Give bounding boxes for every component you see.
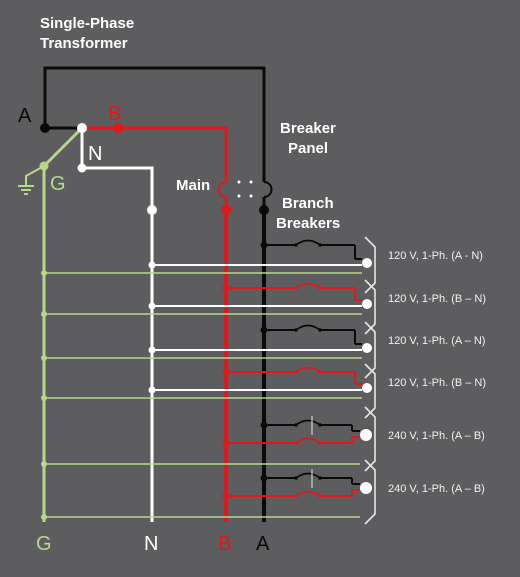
branch-breaker xyxy=(295,366,321,373)
branch-breaker xyxy=(295,324,321,331)
branch-breaker-contact-left xyxy=(294,286,298,290)
breaker-pole-b xyxy=(295,490,321,497)
neutral-ground-bond-wire xyxy=(42,126,84,168)
bus-label-b: B xyxy=(218,533,231,555)
hot-tap-node xyxy=(260,241,268,249)
breaker-panel-title-line-2: Panel xyxy=(288,140,328,157)
breaker-pole-a-contact-left xyxy=(294,423,298,427)
circuit-label: 240 V, 1-Ph. (A – B) xyxy=(388,430,485,442)
branch-circuits: 120 V, 1-Ph. (A - N) 120 V, 1-Ph. (B – N)… xyxy=(41,236,486,525)
center-tap-node xyxy=(77,123,87,133)
bus-label-n: N xyxy=(144,533,158,555)
ground-symbol-icon xyxy=(18,185,34,195)
receptacle-120v-icon xyxy=(362,299,372,309)
ground-tap-node xyxy=(41,311,47,317)
circuit-label: 120 V, 1-Ph. (A - N) xyxy=(388,250,483,262)
breaker-pole-b xyxy=(295,437,321,444)
phase-a-tap-node xyxy=(260,421,268,429)
phase-b-bus-node xyxy=(221,205,231,215)
branch-circuit-1: 120 V, 1-Ph. (A - N) xyxy=(41,236,483,294)
receptacle-240v-icon xyxy=(360,429,372,441)
phase-b-feeder-wire xyxy=(82,126,228,182)
neutral-terminal-node xyxy=(77,163,87,173)
transformer-title-line-2: Transformer xyxy=(40,35,128,52)
neutral-tap-node xyxy=(148,386,156,394)
breaker-panel-title-line-1: Breaker xyxy=(280,120,336,137)
branch-circuit-6: 240 V, 1-Ph. (A – B) xyxy=(41,459,485,525)
circuit-label: 120 V, 1-Ph. (B – N) xyxy=(388,293,486,305)
breaker-pole-a xyxy=(295,472,321,479)
receptacle-120v-icon xyxy=(362,343,372,353)
receptacle-bracket xyxy=(364,321,376,379)
neutral-tap-node xyxy=(148,302,156,310)
ground-tap-node xyxy=(41,270,47,276)
terminal-label-b: B xyxy=(108,103,121,125)
branch-circuit-3: 120 V, 1-Ph. (A – N) xyxy=(41,321,485,379)
circuit-label: 120 V, 1-Ph. (A – N) xyxy=(388,335,485,347)
bus-label-g: G xyxy=(36,533,52,555)
neutral-tap-node xyxy=(148,346,156,354)
circuit-label: 120 V, 1-Ph. (B – N) xyxy=(388,377,486,389)
receptacle-120v-icon xyxy=(362,258,372,268)
phase-a-bus-node xyxy=(259,205,269,215)
breaker-panel-title: Breaker Panel xyxy=(280,120,340,157)
branch-breaker xyxy=(295,239,321,246)
terminal-label-g: G xyxy=(50,173,66,195)
hot-tap-node xyxy=(260,326,268,334)
hot-tap-node xyxy=(222,368,230,376)
terminal-label-n: N xyxy=(88,143,102,165)
branch-breaker-contact-left xyxy=(294,328,298,332)
branch-circuit-4: 120 V, 1-Ph. (B – N) xyxy=(41,363,486,419)
ground-tap-node xyxy=(41,461,47,467)
branch-breaker-contact-left xyxy=(294,370,298,374)
terminal-label-a: A xyxy=(18,105,32,127)
ground-tap-node xyxy=(41,355,47,361)
phase-b-tap-node xyxy=(222,439,230,447)
receptacle-bracket xyxy=(364,459,376,525)
neutral-bus-node xyxy=(147,205,157,215)
phase-a-tap-node xyxy=(260,474,268,482)
branch-breakers-title: Branch Breakers xyxy=(276,195,340,232)
receptacle-bracket xyxy=(364,279,376,335)
main-breaker-label: Main xyxy=(176,177,210,194)
ground-tap-node xyxy=(41,395,47,401)
branch-breakers-title-line-2: Breakers xyxy=(276,215,340,232)
receptacle-bracket xyxy=(364,236,376,294)
branch-breakers-title-line-1: Branch xyxy=(282,195,334,212)
receptacle-120v-icon xyxy=(362,383,372,393)
phase-b-tap-node xyxy=(222,492,230,500)
transformer-title-line-1: Single-Phase xyxy=(40,15,134,32)
terminal-b-node xyxy=(113,123,123,133)
neutral-tap-node xyxy=(148,261,156,269)
branch-circuit-2: 120 V, 1-Ph. (B – N) xyxy=(41,279,486,335)
branch-circuit-5: 240 V, 1-Ph. (A – B) xyxy=(41,406,485,472)
circuit-label: 240 V, 1-Ph. (A – B) xyxy=(388,483,485,495)
ground-electrode-wire xyxy=(25,165,45,186)
bus-label-a: A xyxy=(256,533,270,555)
branch-breaker xyxy=(295,282,321,289)
neutral-feeder-wire xyxy=(80,128,154,210)
receptacle-240v-icon xyxy=(360,482,372,494)
breaker-pole-a-contact-left xyxy=(294,476,298,480)
hot-tap-node xyxy=(222,284,230,292)
transformer-title: Single-Phase Transformer xyxy=(40,15,138,52)
breaker-pole-b-contact-left xyxy=(294,494,298,498)
breaker-pole-a xyxy=(295,419,321,426)
branch-breaker-contact-left xyxy=(294,243,298,247)
ground-tap-node xyxy=(41,514,47,520)
breaker-pole-b-contact-left xyxy=(294,441,298,445)
phase-a-feeder-wire xyxy=(43,66,266,182)
terminal-a-node xyxy=(40,123,50,133)
